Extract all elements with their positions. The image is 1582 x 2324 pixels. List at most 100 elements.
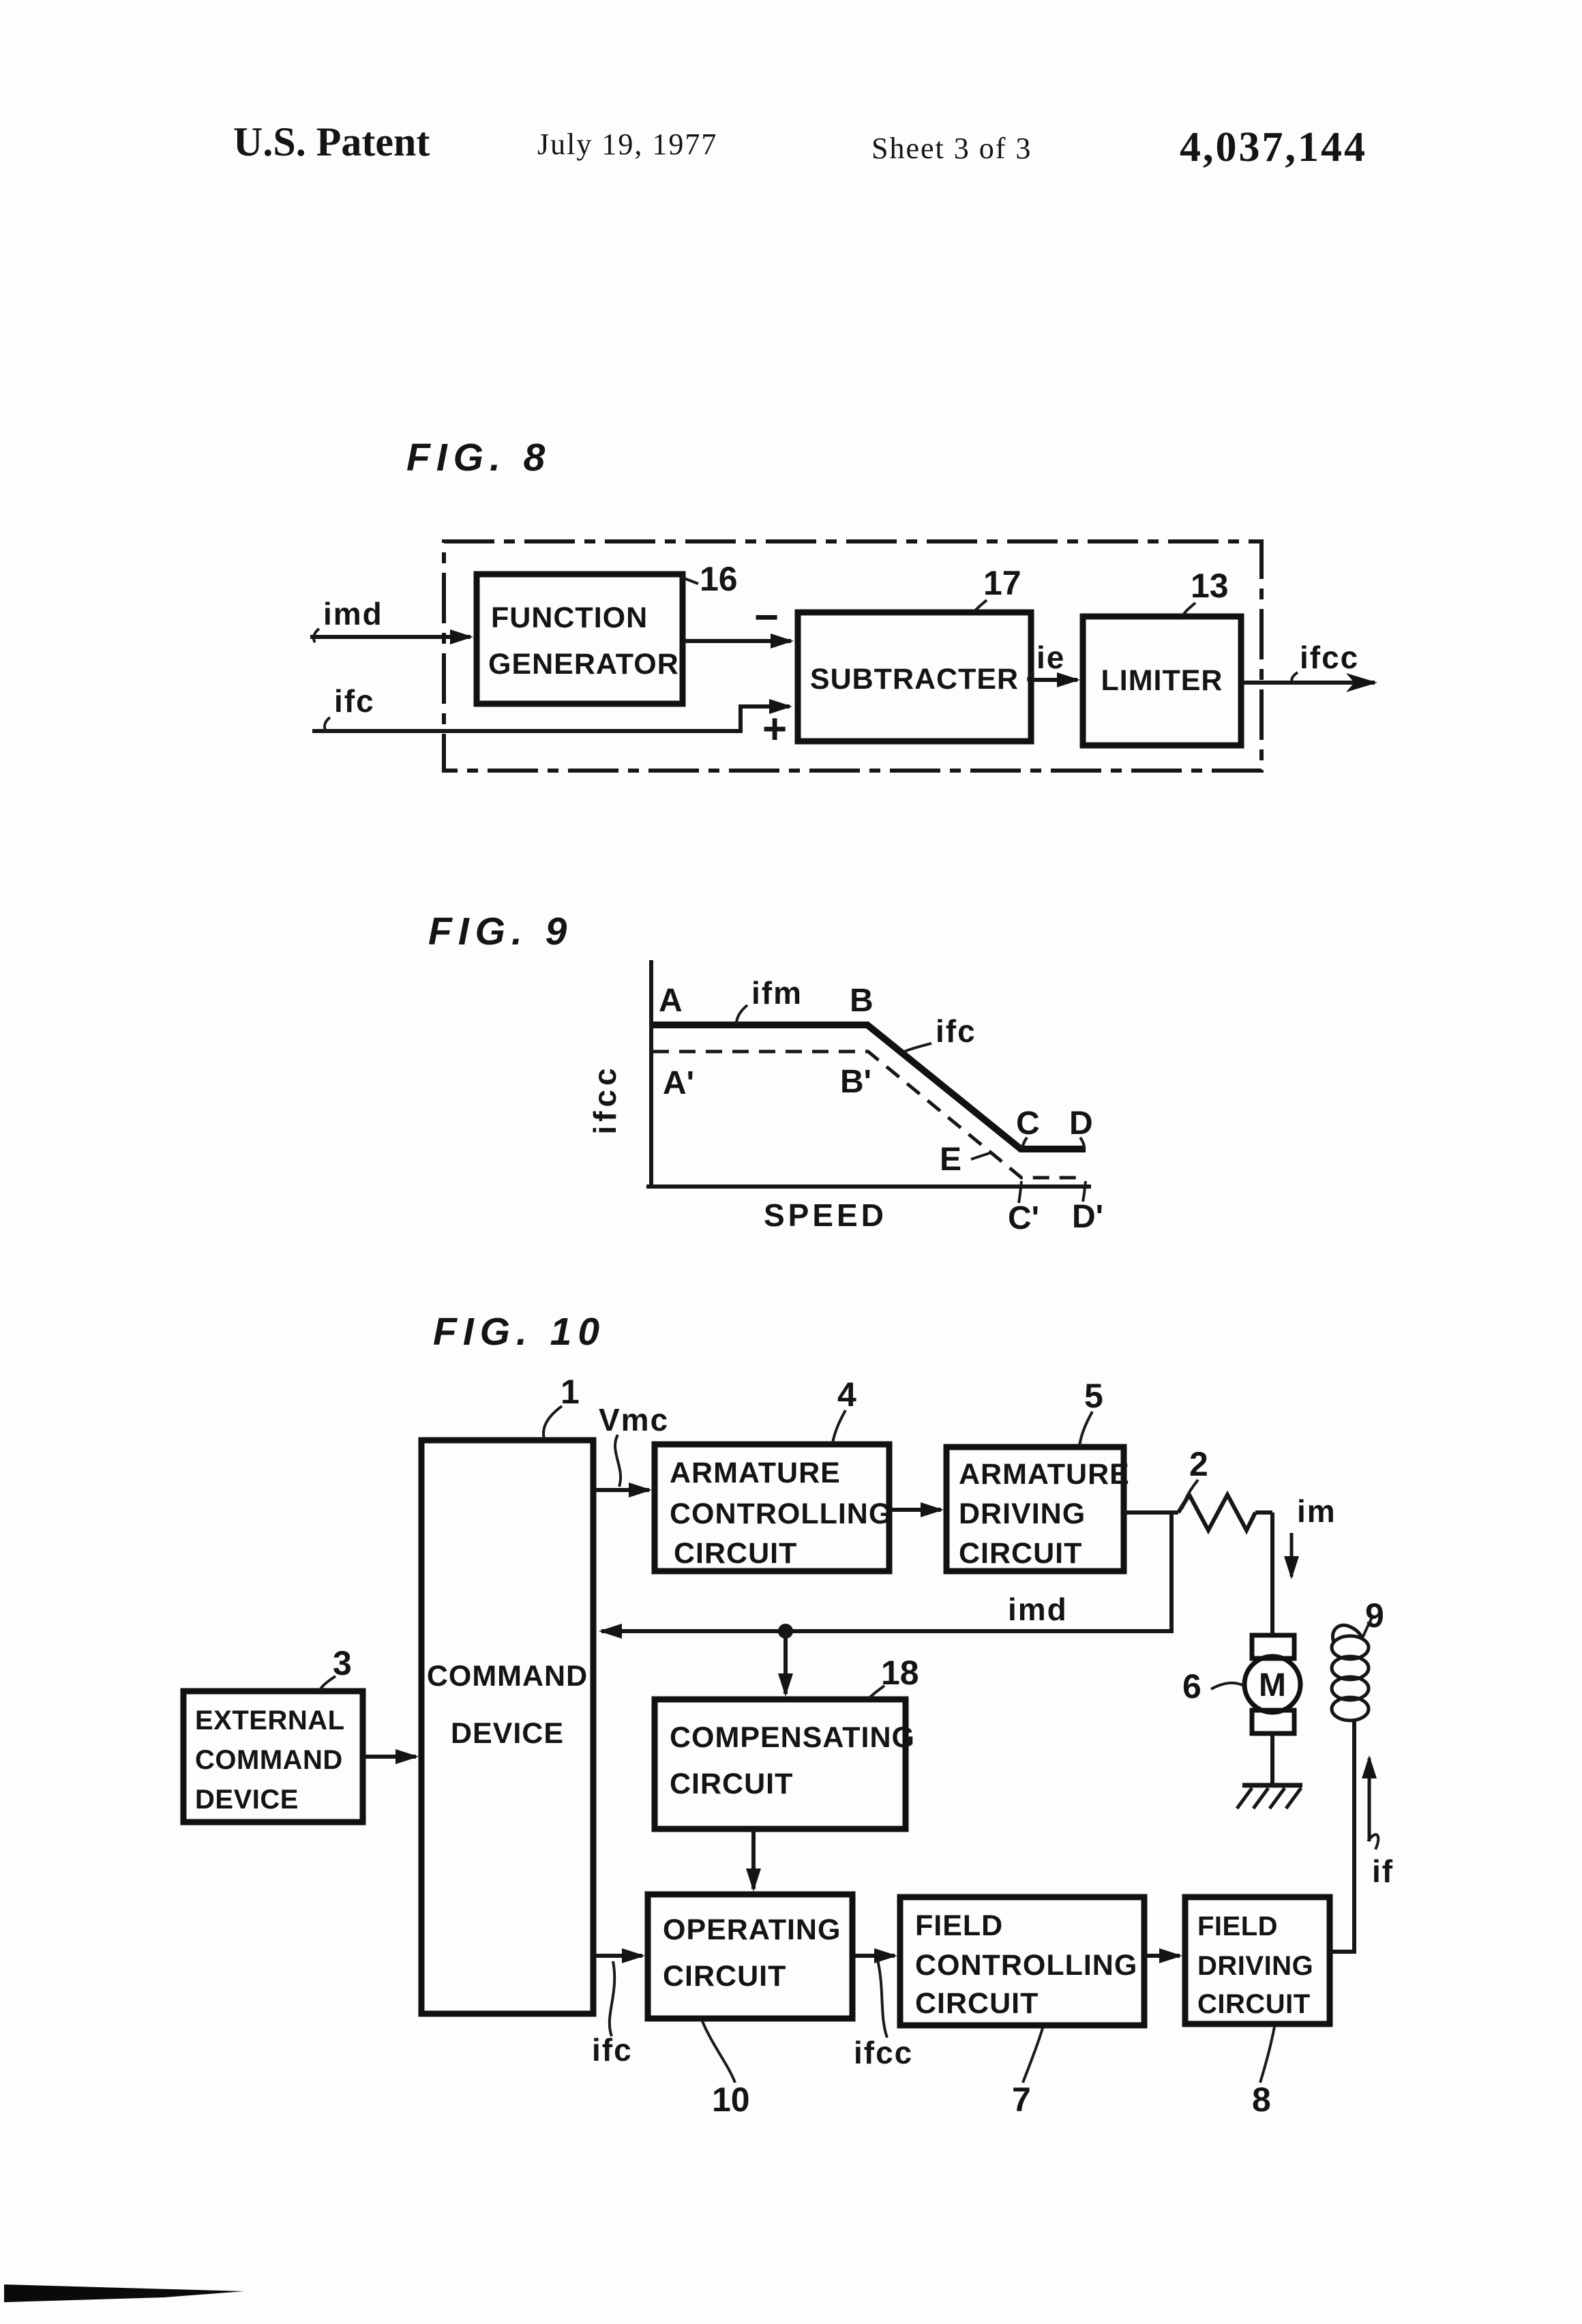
- fig9-point-A: A: [659, 983, 683, 1019]
- ref-5-leader: [1078, 1411, 1094, 1446]
- fig9-point-B-prime: B': [840, 1064, 871, 1100]
- ref-6-leader: [1210, 1682, 1244, 1690]
- ref-17-leader: [972, 599, 988, 614]
- ifc-signal-label: ifc: [592, 2032, 633, 2068]
- header: U.S. Patent July 19, 1977 Sheet 3 of 3 4…: [233, 119, 1367, 170]
- subtracter-box: [794, 609, 1034, 745]
- imd-signal-label: imd: [323, 596, 383, 631]
- field-controlling-circuit-box: [897, 1894, 1148, 2029]
- ref-4-leader: [831, 1410, 847, 1444]
- ref-9: 9: [1365, 1596, 1384, 1635]
- scan-artifact: [4, 2284, 244, 2302]
- field-driving-label: FIELD: [1197, 1911, 1278, 1941]
- armature-controlling-label: ARMATURE: [670, 1457, 841, 1489]
- function-generator-label: GENERATOR: [488, 648, 679, 681]
- ref-6: 6: [1182, 1667, 1202, 1705]
- fig9-point-C-leader: [1021, 1136, 1028, 1149]
- plus-sign: +: [762, 706, 788, 753]
- limiter-label: LIMITER: [1101, 664, 1223, 697]
- ground-hatch: [1268, 1787, 1287, 1810]
- fig9-point-C-prime-leader: [1017, 1180, 1023, 1204]
- ifcc-signal-label: ifcc: [854, 2035, 913, 2070]
- ref-7: 7: [1012, 2081, 1031, 2119]
- ifc-leader: [608, 1961, 616, 2037]
- armature-controlling-label: CIRCUIT: [674, 1537, 797, 1570]
- compensating-circuit-box: [651, 1696, 909, 1832]
- operating-label: CIRCUIT: [663, 1960, 786, 1993]
- field-controlling-label: CIRCUIT: [915, 1987, 1039, 2020]
- subtracter-label: SUBTRACTER: [810, 663, 1019, 696]
- vmc-signal-label: Vmc: [599, 1402, 669, 1437]
- ref-17: 17: [983, 564, 1021, 602]
- minus-sign: −: [754, 594, 780, 641]
- fig9-point-C: C: [1016, 1105, 1040, 1142]
- fig8-diagram: FIG. 8 FUNCTION GENERATOR 16 SUBTRACTER …: [310, 436, 1377, 773]
- ground-hatch: [1284, 1787, 1303, 1810]
- ref-2-leader: [1181, 1478, 1199, 1509]
- fig9-point-D: D: [1069, 1105, 1093, 1142]
- vmc-leader: [614, 1434, 622, 1487]
- field-winding-coil-turn: [1330, 1695, 1371, 1723]
- armature-controlling-label: CONTROLLING: [670, 1498, 892, 1530]
- patent-date: July 19, 1977: [537, 128, 717, 161]
- patent-number: 4,037,144: [1180, 124, 1367, 170]
- fig9-point-E-leader: [970, 1151, 992, 1161]
- fig9-point-B: B: [850, 983, 874, 1019]
- fig9-point-C-prime: C': [1008, 1200, 1039, 1236]
- ref-13-leader: [1181, 601, 1197, 617]
- patent-office-title: U.S. Patent: [233, 119, 430, 164]
- ref-18: 18: [881, 1654, 919, 1692]
- field-winding-feed-line: [1330, 1720, 1356, 1954]
- ref-16: 16: [700, 560, 738, 598]
- command-device-label: COMMAND: [427, 1660, 588, 1693]
- function-generator-label: FUNCTION: [491, 601, 648, 634]
- armature-driving-circuit-box: [943, 1444, 1127, 1575]
- ref-2: 2: [1189, 1445, 1208, 1483]
- ref-7-leader: [1021, 2027, 1044, 2083]
- fig9-ifm-leader: [735, 1004, 749, 1024]
- ref-5: 5: [1084, 1377, 1103, 1415]
- fig9-point-D-leader: [1079, 1136, 1086, 1149]
- ref-4: 4: [837, 1375, 856, 1414]
- fig9-title: FIG. 9: [428, 910, 573, 953]
- ie-signal-label: ie: [1036, 640, 1065, 675]
- fig9-point-A-prime: A': [663, 1065, 694, 1101]
- ref-13: 13: [1191, 567, 1229, 605]
- fig9-ifm-solid-curve: [653, 1022, 1086, 1152]
- armature-driving-label: ARMATURE: [959, 1458, 1130, 1491]
- field-driving-label: CIRCUIT: [1197, 1989, 1311, 2019]
- ref-3: 3: [333, 1644, 352, 1682]
- command-device-box: [418, 1437, 597, 2017]
- compensating-label: CIRCUIT: [670, 1768, 793, 1800]
- ref-1: 1: [561, 1373, 580, 1411]
- motor-letter: M: [1259, 1667, 1286, 1703]
- ref-8: 8: [1252, 2081, 1271, 2119]
- ref-9-leader: [1361, 1617, 1373, 1639]
- sheet-number: Sheet 3 of 3: [871, 132, 1032, 165]
- fig10-title: FIG. 10: [433, 1310, 606, 1354]
- ground-hatch: [1235, 1787, 1254, 1810]
- ref-18-leader: [867, 1684, 886, 1701]
- field-winding-coil-turn: [1330, 1675, 1371, 1702]
- fig9-ifc-leader: [901, 1042, 932, 1054]
- external-command-device-label: DEVICE: [195, 1785, 299, 1815]
- ref-8-leader: [1259, 2026, 1276, 2083]
- fig10-diagram: FIG. 10 EXTERNAL COMMAND DEVICE 3 COMMAN…: [180, 1310, 1394, 2119]
- function-generator-box: [473, 571, 686, 707]
- external-command-device-label: EXTERNAL: [195, 1705, 345, 1735]
- ifcc-leader: [876, 1959, 889, 2038]
- fig9-ifc-dashed-curve: [653, 1049, 1086, 1180]
- fig8-dashed-boundary: [442, 539, 1264, 773]
- armature-driving-label: CIRCUIT: [959, 1537, 1082, 1570]
- field-controlling-label: FIELD: [915, 1909, 1003, 1942]
- fig8-title: FIG. 8: [406, 436, 551, 479]
- fig9-point-D-prime-leader: [1081, 1180, 1087, 1202]
- ref-10-leader: [701, 2021, 736, 2083]
- ref-1-leader: [542, 1405, 563, 1440]
- external-command-device-label: COMMAND: [195, 1745, 343, 1775]
- command-device-label: DEVICE: [451, 1717, 564, 1750]
- fig9-ifc-curve-label: ifc: [936, 1013, 976, 1049]
- ifc-signal-label: ifc: [334, 683, 375, 719]
- if-signal-label: if: [1372, 1853, 1394, 1889]
